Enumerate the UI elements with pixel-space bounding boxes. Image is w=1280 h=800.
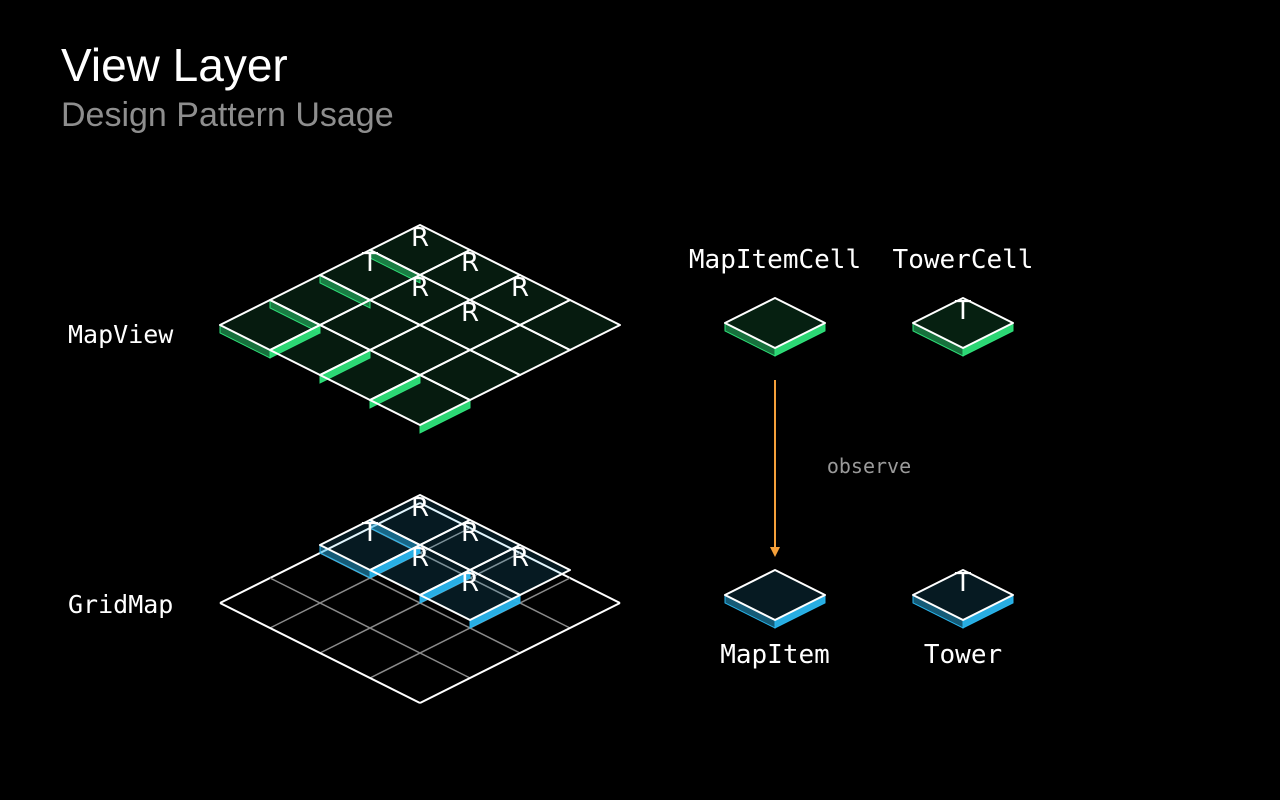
gridmap-cell: T <box>319 518 421 579</box>
cell-letter: T <box>954 296 971 326</box>
towercell-label: TowerCell <box>893 245 1034 275</box>
cell-letter: R <box>411 543 429 573</box>
slide-subtitle: Design Pattern Usage <box>61 96 394 134</box>
cell-letter: R <box>411 493 429 523</box>
mapitem-tile-icon <box>724 569 826 629</box>
single-tile <box>724 569 826 629</box>
single-tile: T <box>912 296 1014 357</box>
gridmap-label: GridMap <box>68 590 173 619</box>
cell-letter: R <box>461 248 479 278</box>
mapview-label: MapView <box>68 320 174 349</box>
mapview-cell <box>369 374 471 434</box>
slide-title: View Layer <box>61 39 288 91</box>
mapitem-label: MapItem <box>720 640 830 670</box>
observe-label: observe <box>827 454 911 478</box>
cell-letter: R <box>411 273 429 303</box>
mapitemcell-label: MapItemCell <box>689 245 861 275</box>
cell-letter: T <box>361 248 378 278</box>
mapitemcell-tile-icon <box>724 297 826 357</box>
gridmap-cell: R <box>419 568 521 629</box>
cell-letter: T <box>954 568 971 598</box>
tower-label: Tower <box>924 640 1002 670</box>
cell-letter: R <box>511 273 529 303</box>
cell-letter: R <box>461 568 479 598</box>
single-tile: T <box>912 568 1014 629</box>
cell-letter: R <box>461 518 479 548</box>
cell-letter: T <box>361 518 378 548</box>
cell-letter: R <box>511 543 529 573</box>
tower-tile-icon: T <box>912 568 1014 629</box>
cell-letter: R <box>411 223 429 253</box>
single-tile <box>724 297 826 357</box>
towercell-tile-icon: T <box>912 296 1014 357</box>
cell-letter: R <box>461 298 479 328</box>
